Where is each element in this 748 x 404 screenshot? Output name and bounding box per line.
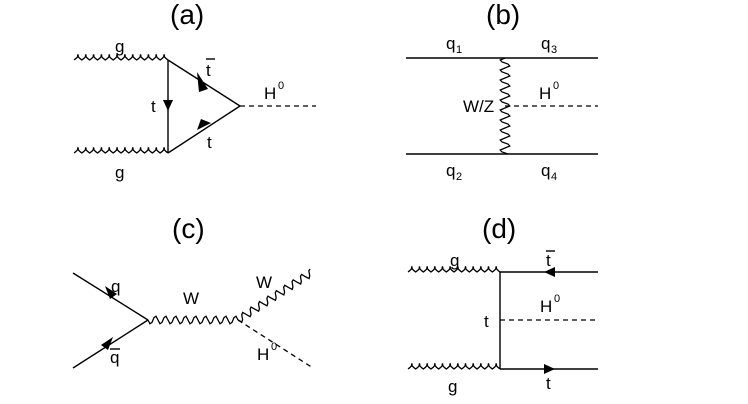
panel-c-higgs-label: H: [257, 345, 269, 364]
panel-b-q2-sub: 2: [456, 171, 462, 183]
panel-a-arrow-upper: [197, 72, 208, 92]
panel-b: (b) q 1 q 3 q 2 q 4 W/Z H 0: [406, 0, 598, 183]
panel-b-higgs-label: H: [539, 84, 551, 103]
panel-d-arrow-top: [544, 267, 555, 277]
panel-c: (c) q q W W H 0: [72, 213, 314, 369]
panel-c-higgs-sup: 0: [271, 341, 277, 353]
panel-c-w-propagator: [147, 315, 239, 325]
panel-b-q4-label: q: [541, 161, 550, 180]
panel-c-label: (c): [172, 213, 205, 244]
panel-c-w-out-label: W: [256, 273, 272, 292]
panel-c-antiquark-in: [72, 319, 149, 369]
panel-a-gluon-bottom-label: g: [115, 163, 124, 182]
panel-d-arrow-bottom: [544, 364, 555, 374]
panel-b-label: (b): [486, 0, 520, 30]
panel-d-antiquark-label: t: [546, 251, 551, 270]
panel-d-higgs-label: H: [540, 297, 552, 316]
panel-c-higgs-line: [237, 319, 314, 369]
panel-c-antiquark-label: q: [110, 348, 119, 367]
panel-d-gluon-top-label: g: [450, 251, 459, 270]
panel-b-q3-label: q: [541, 34, 550, 53]
panel-b-q1-label: q: [446, 34, 455, 53]
panel-d-gluon-bottom: [407, 363, 501, 370]
panel-a-gluon-top-label: g: [115, 37, 124, 56]
panel-a-arrow-lower: [197, 119, 211, 130]
panel-c-quark-label: q: [111, 277, 120, 296]
panel-a-top-quark-lower: [167, 105, 241, 154]
panel-b-q1-sub: 1: [456, 44, 462, 56]
panel-c-w-internal-label: W: [183, 289, 199, 308]
panel-d-gluon-top: [407, 266, 501, 273]
panel-d: (d) g g t t t H 0: [407, 213, 598, 396]
panel-a-gluon-top: [73, 54, 169, 61]
panel-c-w-outgoing: [237, 268, 311, 324]
panel-d-higgs-sup: 0: [554, 293, 560, 305]
panel-b-higgs-sup: 0: [553, 80, 559, 92]
panel-c-arrow-antiquark: [101, 337, 113, 350]
panel-a-label: (a): [170, 0, 204, 30]
panel-a-higgs-sup: 0: [278, 80, 284, 92]
panel-d-gluon-bottom-label: g: [448, 377, 457, 396]
panel-d-quark-mid-label: t: [484, 312, 489, 331]
panel-a-quark-left-label: t: [151, 97, 156, 116]
panel-a-gluon-bottom: [73, 147, 169, 154]
panel-a-antiquark-label: t: [206, 61, 211, 80]
panel-a-quark-bottom-label: t: [207, 133, 212, 152]
panel-a-arrow-left: [163, 100, 173, 111]
panel-b-q4-sub: 4: [551, 171, 557, 183]
panel-c-arrow-quark: [105, 286, 117, 299]
panel-b-wz-label: W/Z: [463, 97, 494, 116]
panel-b-q3-sub: 3: [551, 44, 557, 56]
panel-d-label: (d): [482, 213, 516, 244]
panel-a: (a) g g t t t H 0: [73, 0, 316, 182]
panel-a-higgs-label: H: [264, 84, 276, 103]
panel-b-q2-label: q: [446, 161, 455, 180]
panel-d-quark-bottom-label: t: [546, 374, 551, 393]
